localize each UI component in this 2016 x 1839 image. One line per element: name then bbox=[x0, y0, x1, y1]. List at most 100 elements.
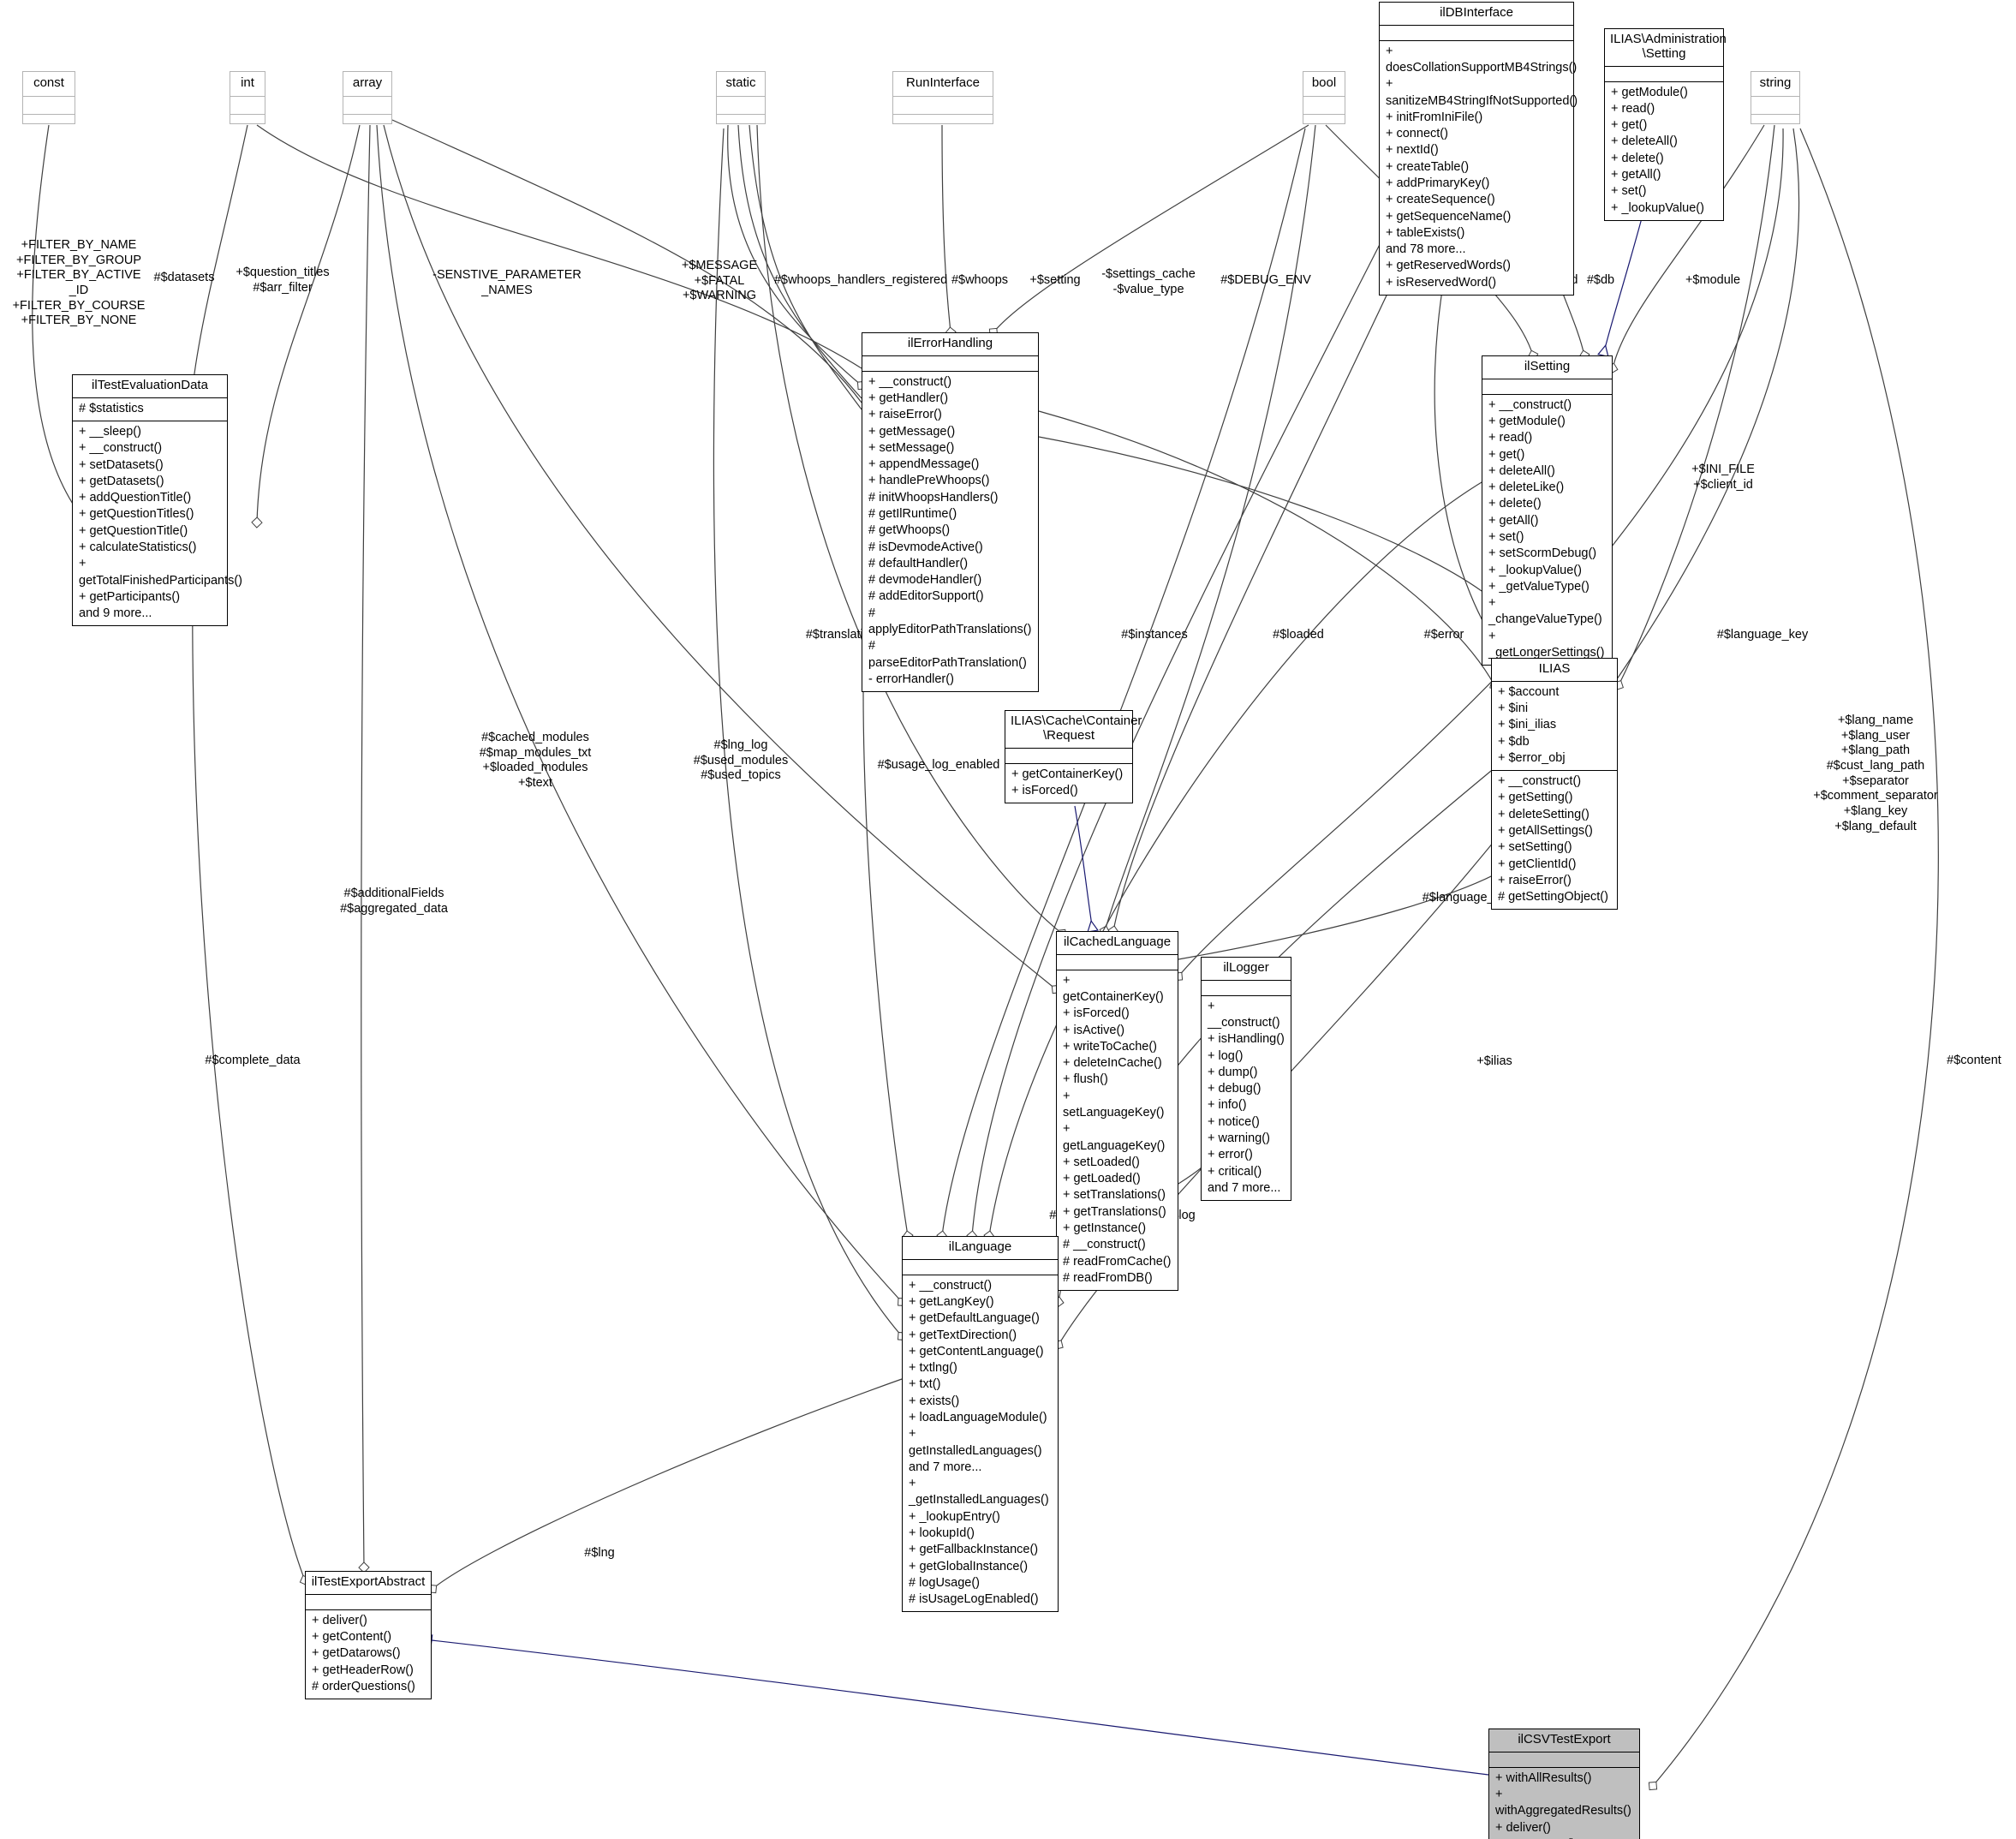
edge-label-lng: #$lng bbox=[584, 1546, 615, 1560]
node-array-title: array bbox=[352, 75, 383, 90]
node-string-title: string bbox=[1759, 75, 1792, 90]
node-int-attrs bbox=[230, 95, 265, 114]
node-iltestexportabstract-ops: + deliver() + getContent() + getDatarows… bbox=[306, 1609, 431, 1699]
node-static[interactable]: static bbox=[716, 71, 766, 124]
node-illanguage-ops: + __construct() + getLangKey() + getDefa… bbox=[903, 1274, 1058, 1612]
edge-label-lang-name-user-path: +$lang_name +$lang_user +$lang_path #$cu… bbox=[1813, 714, 1938, 833]
node-string-attrs bbox=[1751, 95, 1799, 114]
node-ilsetting-title: ilSetting bbox=[1524, 359, 1571, 373]
edge-label-language-key: #$language_key bbox=[1716, 628, 1809, 642]
edge-label-instances: #$instances bbox=[1121, 628, 1188, 642]
node-string-ops bbox=[1751, 113, 1799, 132]
node-ildbinterface[interactable]: ilDBInterface + doesCollationSupportMB4S… bbox=[1379, 2, 1578, 296]
edge-label-module: +$module bbox=[1685, 273, 1741, 287]
node-ilcsvtestexport-ops: + withAllResults() + withAggregatedResul… bbox=[1489, 1766, 1639, 1839]
node-const-ops bbox=[23, 113, 75, 132]
node-illogger-ops: + __construct() + isHandling() + log() +… bbox=[1202, 994, 1291, 1200]
edge-label-whoops: #$whoops bbox=[951, 273, 1009, 287]
node-ilcsvtestexport-title: ilCSVTestExport bbox=[1518, 1732, 1611, 1746]
node-ilsetting-attrs bbox=[1482, 378, 1612, 394]
edge-label-usage-log-enabled: #$usage_log_enabled bbox=[877, 758, 1000, 772]
node-ilias[interactable]: ILIAS + $account + $ini + $ini_ilias + $… bbox=[1491, 658, 1618, 911]
node-array-ops bbox=[343, 113, 391, 132]
node-illanguage[interactable]: ilLanguage + __construct() + getLangKey(… bbox=[902, 1236, 1059, 1613]
node-ilias-cache-container-request-ops: + getContainerKey() + isForced() bbox=[1005, 762, 1132, 803]
node-static-ops bbox=[717, 113, 765, 132]
node-iltestevaluationdata-title: ilTestEvaluationData bbox=[92, 378, 208, 392]
node-ilcachedlanguage-ops: + getContainerKey() + isForced() + isAct… bbox=[1057, 969, 1178, 1290]
edge-label-datasets: #$datasets bbox=[153, 271, 215, 284]
node-iltestevaluationdata-attrs: # $statistics bbox=[73, 397, 227, 421]
edge-label-content: #$content bbox=[1947, 1054, 2001, 1067]
node-bool-title: bool bbox=[1311, 75, 1337, 90]
node-ilsetting-ops: + __construct() + getModule() + read() +… bbox=[1482, 393, 1612, 666]
node-illogger-attrs bbox=[1202, 979, 1291, 995]
node-ilerrorhandling-ops: + __construct() + getHandler() + raiseEr… bbox=[862, 370, 1038, 691]
node-ilcachedlanguage-title: ilCachedLanguage bbox=[1063, 934, 1172, 949]
node-ilerrorhandling-attrs bbox=[862, 355, 1038, 371]
node-iltestexportabstract[interactable]: ilTestExportAbstract + deliver() + getCo… bbox=[305, 1571, 432, 1700]
node-const[interactable]: const bbox=[22, 71, 75, 124]
node-ilcachedlanguage[interactable]: ilCachedLanguage + getContainerKey() + i… bbox=[1056, 931, 1178, 1292]
node-ilerrorhandling[interactable]: ilErrorHandling + __construct() + getHan… bbox=[862, 332, 1039, 693]
edge-label-sensitive-parameter-names: -SENSTIVE_PARAMETER _NAMES bbox=[432, 268, 582, 297]
node-illanguage-attrs bbox=[903, 1258, 1058, 1275]
edge-label-whoops-handlers-registered: #$whoops_handlers_registered bbox=[773, 273, 948, 287]
node-ilias-attrs: + $account + $ini + $ini_ilias + $db + $… bbox=[1492, 680, 1617, 770]
edge-label-error: #$error bbox=[1423, 628, 1464, 642]
edge-label-ilias-ref: +$ilias bbox=[1476, 1054, 1512, 1068]
edge-label-loaded: #$loaded bbox=[1273, 628, 1324, 642]
node-ilsetting[interactable]: ilSetting + __construct() + getModule() … bbox=[1482, 355, 1613, 666]
edge-label-db: #$db bbox=[1586, 273, 1615, 287]
edge-label-additional-fields: #$additionalFields #$aggregated_data bbox=[340, 887, 448, 916]
node-const-title: const bbox=[33, 75, 64, 90]
node-ilias-cache-container-request[interactable]: ILIAS\Cache\Container \Request + getCont… bbox=[1005, 710, 1142, 804]
node-iltestexportabstract-attrs bbox=[306, 1593, 431, 1609]
node-ilias-administration-setting-title: ILIAS\Administration \Setting bbox=[1610, 32, 1727, 61]
node-array[interactable]: array bbox=[343, 71, 392, 124]
edge-label-lng-log-used: #$lng_log #$used_modules #$used_topics bbox=[693, 738, 789, 783]
edge-label-setting-top: +$setting bbox=[1029, 273, 1081, 287]
node-runinterface-title: RunInterface bbox=[906, 75, 980, 90]
node-array-attrs bbox=[343, 95, 391, 114]
node-illogger-title: ilLogger bbox=[1223, 960, 1269, 975]
node-bool[interactable]: bool bbox=[1303, 71, 1345, 124]
node-ilerrorhandling-title: ilErrorHandling bbox=[907, 336, 993, 350]
node-runinterface[interactable]: RunInterface bbox=[892, 71, 993, 124]
node-ildbinterface-attrs bbox=[1380, 24, 1573, 40]
edge-label-settings-cache: -$settings_cache -$value_type bbox=[1101, 267, 1196, 296]
node-ilias-administration-setting[interactable]: ILIAS\Administration \Setting + getModul… bbox=[1604, 28, 1727, 221]
node-illanguage-title: ilLanguage bbox=[948, 1239, 1012, 1254]
node-ilias-title: ILIAS bbox=[1538, 661, 1571, 676]
node-static-title: static bbox=[725, 75, 756, 90]
node-bool-attrs bbox=[1303, 95, 1345, 114]
node-string[interactable]: string bbox=[1751, 71, 1800, 124]
node-iltestevaluationdata[interactable]: ilTestEvaluationData # $statistics + __s… bbox=[72, 374, 242, 627]
node-bool-ops bbox=[1303, 113, 1345, 132]
node-ilcsvtestexport[interactable]: ilCSVTestExport + withAllResults() + wit… bbox=[1488, 1729, 1640, 1839]
node-iltestexportabstract-title: ilTestExportAbstract bbox=[311, 1574, 426, 1589]
node-int-title: int bbox=[241, 75, 254, 90]
node-ilias-cache-container-request-title: ILIAS\Cache\Container \Request bbox=[1011, 714, 1142, 743]
edge-label-cached-modules: #$cached_modules #$map_modules_txt +$loa… bbox=[479, 731, 592, 791]
node-ildbinterface-title: ilDBInterface bbox=[1440, 5, 1513, 20]
edge-label-message-fatal-warning: +$MESSAGE +$FATAL +$WARNING bbox=[681, 259, 758, 303]
node-ilias-ops: + __construct() + getSetting() + deleteS… bbox=[1492, 770, 1617, 909]
edge-label-filter-consts: +FILTER_BY_NAME +FILTER_BY_GROUP +FILTER… bbox=[12, 238, 146, 328]
node-ilias-administration-setting-attrs bbox=[1605, 65, 1723, 81]
node-const-attrs bbox=[23, 95, 75, 114]
node-ildbinterface-ops: + doesCollationSupportMB4Strings() + san… bbox=[1380, 39, 1578, 295]
edge-label-debug-env: #$DEBUG_ENV bbox=[1220, 273, 1311, 287]
edge-label-question-titles: +$question_titles #$arr_filter bbox=[236, 266, 330, 295]
node-illogger[interactable]: ilLogger + __construct() + isHandling() … bbox=[1201, 957, 1291, 1202]
node-int-ops bbox=[230, 113, 265, 132]
node-runinterface-ops bbox=[893, 113, 993, 132]
edge-label-complete-data: #$complete_data bbox=[205, 1054, 301, 1067]
node-iltestevaluationdata-ops: + __sleep() + __construct() + setDataset… bbox=[73, 421, 242, 625]
edge-label-ini-file-client-id: +$INI_FILE +$client_id bbox=[1691, 463, 1755, 492]
node-ilias-administration-setting-ops: + getModule() + read() + get() + deleteA… bbox=[1605, 81, 1723, 220]
node-int[interactable]: int bbox=[230, 71, 265, 124]
node-ilias-cache-container-request-attrs bbox=[1005, 747, 1132, 763]
node-static-attrs bbox=[717, 95, 765, 114]
